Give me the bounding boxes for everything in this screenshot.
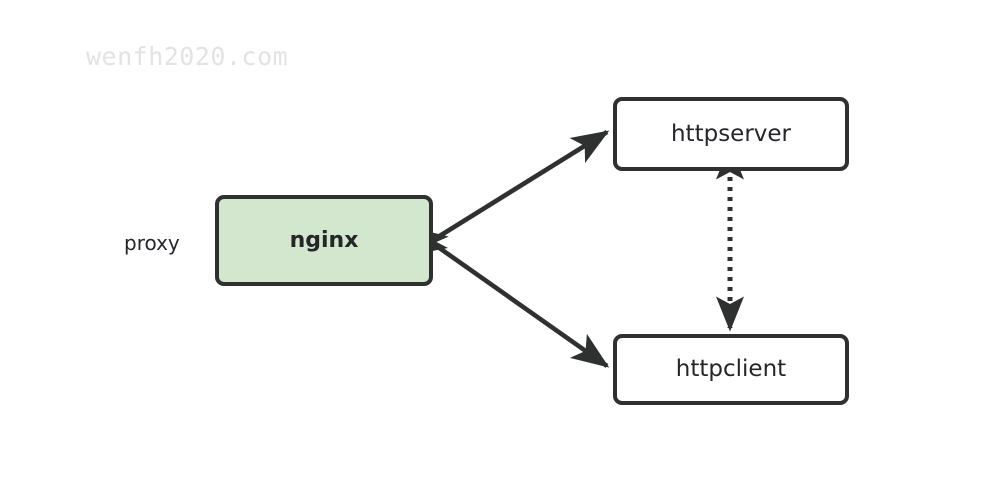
node-nginx-label: nginx [289, 227, 359, 253]
proxy-label: proxy [124, 231, 180, 255]
node-nginx[interactable]: nginx [215, 195, 433, 286]
node-httpserver-label: httpserver [670, 120, 792, 147]
node-httpserver[interactable]: httpserver [613, 97, 849, 171]
node-httpclient[interactable]: httpclient [613, 334, 849, 405]
edge-nginx-httpclient [409, 226, 610, 368]
edge-nginx-httpserver [408, 130, 610, 256]
node-httpclient-label: httpclient [675, 356, 787, 382]
watermark: wenfh2020.com [86, 42, 289, 71]
